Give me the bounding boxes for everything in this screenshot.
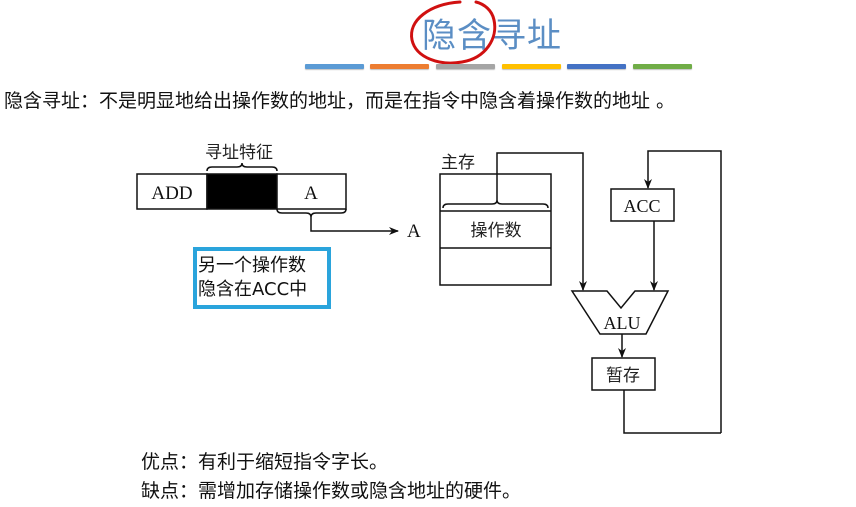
note-text: 另一个操作数 隐含在ACC中 — [198, 254, 307, 302]
divider-bar-gray — [436, 64, 495, 69]
divider-bar-darkblue — [567, 64, 626, 69]
addressing-feature-label: 寻址特征 — [205, 143, 273, 163]
note-line-2: 隐含在ACC中 — [198, 279, 308, 300]
definition-text: 隐含寻址：不是明显地给出操作数的地址，而是在指令中隐含着操作数的地址 。 — [4, 90, 676, 112]
main-memory-box — [439, 173, 552, 286]
temp-text: 暂存 — [606, 366, 640, 386]
note-line-1: 另一个操作数 — [198, 255, 306, 276]
divider-bar-blue — [305, 64, 364, 69]
note-box — [193, 247, 331, 309]
address-brace — [276, 208, 347, 218]
annotation-stroke — [410, 0, 497, 65]
acc-text: ACC — [623, 196, 660, 216]
memory-to-alu-arrow — [496, 152, 587, 291]
advantage-text: 优点：有利于缩短指令字长。 — [141, 451, 389, 473]
annotation-circle — [410, 0, 497, 65]
arrow-target-label: A — [407, 221, 421, 242]
divider-bar-green — [633, 64, 692, 69]
address-arrow — [310, 217, 399, 235]
alu-text: ALU — [604, 313, 641, 333]
acc-register — [610, 188, 675, 222]
feedback-to-acc-arrow — [644, 150, 722, 433]
divider-bar-orange — [370, 64, 429, 69]
disadvantage-text: 缺点：需增加存储操作数或隐含地址的硬件。 — [141, 480, 522, 502]
main-memory-label: 主存 — [441, 153, 475, 173]
alu-shape — [570, 290, 670, 335]
divider-bar-yellow — [502, 64, 561, 69]
pros-cons: 优点：有利于缩短指令字长。 缺点：需增加存储操作数或隐含地址的硬件。 — [141, 448, 521, 506]
temp-feedback-line — [623, 390, 721, 434]
address-text: A — [304, 183, 318, 204]
feature-brace — [206, 162, 278, 172]
operand-cell-text: 操作数 — [471, 221, 522, 241]
opcode-text: ADD — [151, 183, 192, 204]
address-field — [276, 173, 347, 210]
addressing-feature-field — [206, 173, 278, 210]
slide-title: 隐含寻址 — [422, 16, 562, 56]
